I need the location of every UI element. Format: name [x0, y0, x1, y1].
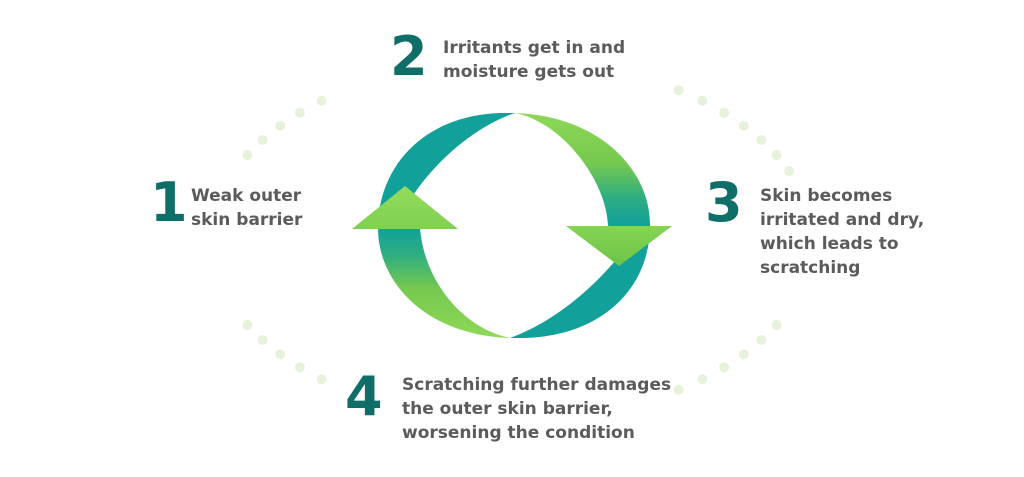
step-1-line: skin barrier: [191, 210, 303, 230]
ring-dot: [257, 335, 268, 345]
step-3-number: 3: [705, 171, 743, 234]
ring-dot: [697, 95, 708, 106]
step-3-line: which leads to: [760, 234, 899, 254]
ring-dot: [316, 95, 327, 106]
step-2-number: 2: [390, 25, 428, 88]
right-arrow-head: [566, 226, 672, 266]
ring-dot: [719, 107, 730, 118]
ring-dot: [697, 374, 708, 385]
step-1-line: Weak outer: [191, 186, 302, 206]
dotted-ring: [242, 85, 795, 395]
ring-dot: [242, 319, 253, 330]
ring-dot: [738, 120, 749, 131]
ring-dot: [784, 166, 795, 177]
right-arc: [515, 113, 650, 225]
step-3-line: irritated and dry,: [760, 210, 925, 230]
step-2-line: moisture gets out: [443, 62, 615, 82]
ring-dot: [756, 335, 767, 345]
ring-dot: [756, 135, 767, 145]
ring-dot: [275, 349, 286, 360]
step-4-line: worsening the condition: [402, 423, 635, 443]
ring-dot: [294, 362, 305, 373]
step-4-text: Scratching further damages the outer ski…: [402, 373, 671, 445]
ring-dot: [719, 362, 730, 373]
left-arc: [378, 228, 510, 338]
step-4-number: 4: [345, 365, 383, 428]
step-4-line: the outer skin barrier,: [402, 399, 613, 419]
step-3-line: scratching: [760, 258, 861, 278]
step-3-line: Skin becomes: [760, 186, 893, 206]
ring-dot: [771, 319, 782, 330]
ring-dot: [257, 135, 268, 145]
ring-dot: [738, 349, 749, 360]
ring-dot: [275, 120, 286, 131]
ring-dot: [673, 384, 684, 395]
step-4-line: Scratching further damages: [402, 375, 672, 395]
ring-dot: [316, 374, 327, 385]
step-1-number: 1: [150, 171, 188, 234]
ring-dot: [242, 150, 253, 161]
left-arrow-head: [352, 186, 458, 229]
step-1-text: Weak outer skin barrier: [191, 184, 302, 232]
step-2-line: Irritants get in and: [443, 38, 626, 58]
ring-dot: [771, 150, 782, 161]
ring-dot: [294, 107, 305, 118]
step-2-text: Irritants get in and moisture gets out: [443, 36, 625, 84]
step-3-text: Skin becomes irritated and dry, which le…: [760, 184, 924, 280]
ring-dot: [673, 85, 684, 96]
